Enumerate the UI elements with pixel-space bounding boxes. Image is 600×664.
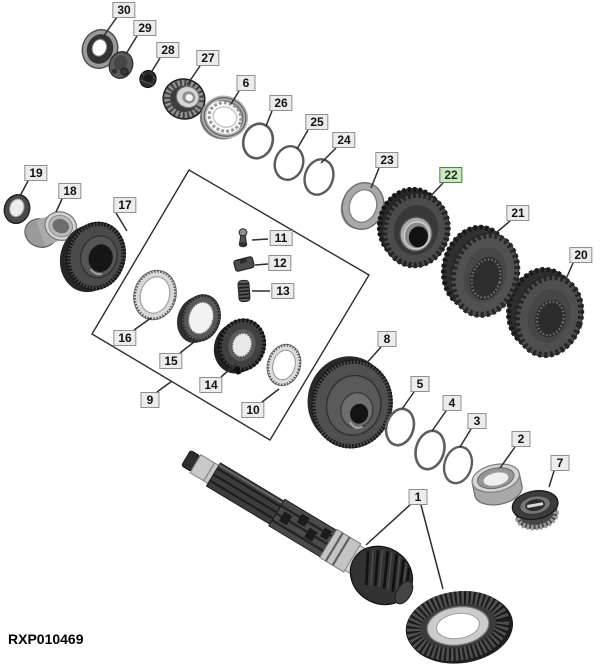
leader-line-11 <box>251 238 269 241</box>
callout-19[interactable]: 19 <box>24 165 48 181</box>
callout-5[interactable]: 5 <box>410 376 430 392</box>
leader-line-7 <box>548 470 555 488</box>
callout-16[interactable]: 16 <box>113 330 137 346</box>
callout-18[interactable]: 18 <box>58 183 82 199</box>
callout-26[interactable]: 26 <box>269 95 293 111</box>
part-blocker-ring-16 <box>133 269 177 321</box>
callout-15[interactable]: 15 <box>159 353 183 369</box>
callout-29[interactable]: 29 <box>133 20 157 36</box>
callout-3[interactable]: 3 <box>467 413 487 429</box>
subassembly-box-9 <box>91 169 370 441</box>
leader-line-3 <box>459 428 472 448</box>
figure-code: RXP010469 <box>8 631 84 647</box>
part-synchro-hub-14 <box>213 318 267 375</box>
leader-line-4 <box>431 410 447 432</box>
leader-line-18 <box>55 198 63 213</box>
leader-lines <box>19 16 574 590</box>
leader-line-23 <box>370 167 380 189</box>
leader-line-30 <box>102 16 118 38</box>
part-bushing-18 <box>24 211 78 248</box>
part-detent-pin-11 <box>238 228 248 248</box>
callout-17[interactable]: 17 <box>113 197 137 213</box>
leader-line-12 <box>254 263 269 266</box>
leader-line-1 <box>420 504 444 590</box>
leader-line-10 <box>261 388 280 403</box>
leader-line-17 <box>115 212 128 232</box>
leader-line-19 <box>19 180 29 197</box>
leader-line-14 <box>220 363 237 378</box>
callout-7[interactable]: 7 <box>550 455 570 471</box>
part-synchro-ring-15 <box>176 294 221 343</box>
part-washer-30 <box>81 29 119 69</box>
callout-24[interactable]: 24 <box>332 132 356 148</box>
callout-20[interactable]: 20 <box>569 247 593 263</box>
callout-2[interactable]: 2 <box>511 431 531 447</box>
leader-line-8 <box>363 346 382 367</box>
leader-line-9 <box>156 380 173 393</box>
leader-line-6 <box>230 90 240 105</box>
part-ring-gear-1 <box>405 591 514 664</box>
part-nut-28 <box>139 69 157 89</box>
part-bearing-cup-6 <box>200 95 249 140</box>
leader-line-29 <box>125 35 138 55</box>
part-shaft-1 <box>181 450 414 606</box>
leader-line-20 <box>565 262 574 280</box>
part-gear-22 <box>376 186 451 269</box>
callout-9[interactable]: 9 <box>140 392 160 408</box>
callout-13[interactable]: 13 <box>271 283 295 299</box>
callout-1[interactable]: 1 <box>408 489 428 505</box>
part-ring-3 <box>442 445 474 485</box>
leader-line-16 <box>133 317 152 331</box>
leader-line-5 <box>401 391 415 410</box>
callout-8[interactable]: 8 <box>377 331 397 347</box>
callout-11[interactable]: 11 <box>269 230 293 246</box>
part-thrust-washer-23 <box>340 182 385 230</box>
leader-line-26 <box>265 110 273 127</box>
part-gear-17 <box>59 221 127 293</box>
part-ring-5 <box>384 407 416 447</box>
part-ring-4 <box>414 429 446 471</box>
part-gear-20 <box>506 266 585 358</box>
callout-25[interactable]: 25 <box>305 114 329 130</box>
leader-line-25 <box>296 129 309 150</box>
leader-line-24 <box>320 147 337 164</box>
callout-14[interactable]: 14 <box>199 377 223 393</box>
part-bearing-cone-7 <box>511 490 559 531</box>
part-snap-ring-25 <box>273 145 305 181</box>
callout-21[interactable]: 21 <box>506 205 530 221</box>
part-spring-13 <box>237 279 251 303</box>
callout-30[interactable]: 30 <box>112 2 136 18</box>
callout-12[interactable]: 12 <box>268 255 292 271</box>
callout-6[interactable]: 6 <box>236 75 256 91</box>
part-snap-ring-24 <box>303 158 335 196</box>
callout-22-selected[interactable]: 22 <box>439 167 463 183</box>
leader-line-27 <box>186 65 201 86</box>
leader-line-1 <box>365 503 412 546</box>
callout-28[interactable]: 28 <box>156 42 180 58</box>
part-shift-key-12 <box>233 256 255 272</box>
part-hub-29 <box>108 51 134 79</box>
callout-27[interactable]: 27 <box>196 50 220 66</box>
leader-line-2 <box>499 446 516 469</box>
part-snap-ring-26 <box>241 122 275 160</box>
part-gear-21 <box>441 224 521 318</box>
part-bearing-cup-2 <box>471 463 523 506</box>
leader-line-28 <box>151 57 161 72</box>
leader-line-15 <box>179 341 195 354</box>
leader-line-22 <box>426 182 444 201</box>
part-seal-ring-19 <box>3 193 31 225</box>
callout-10[interactable]: 10 <box>241 402 265 418</box>
part-blocker-ring-10 <box>266 343 302 387</box>
part-bearing-cone-27 <box>162 78 206 120</box>
leader-line-21 <box>496 220 511 233</box>
callout-23[interactable]: 23 <box>375 152 399 168</box>
callout-4[interactable]: 4 <box>442 395 462 411</box>
part-gear-8 <box>307 356 393 449</box>
